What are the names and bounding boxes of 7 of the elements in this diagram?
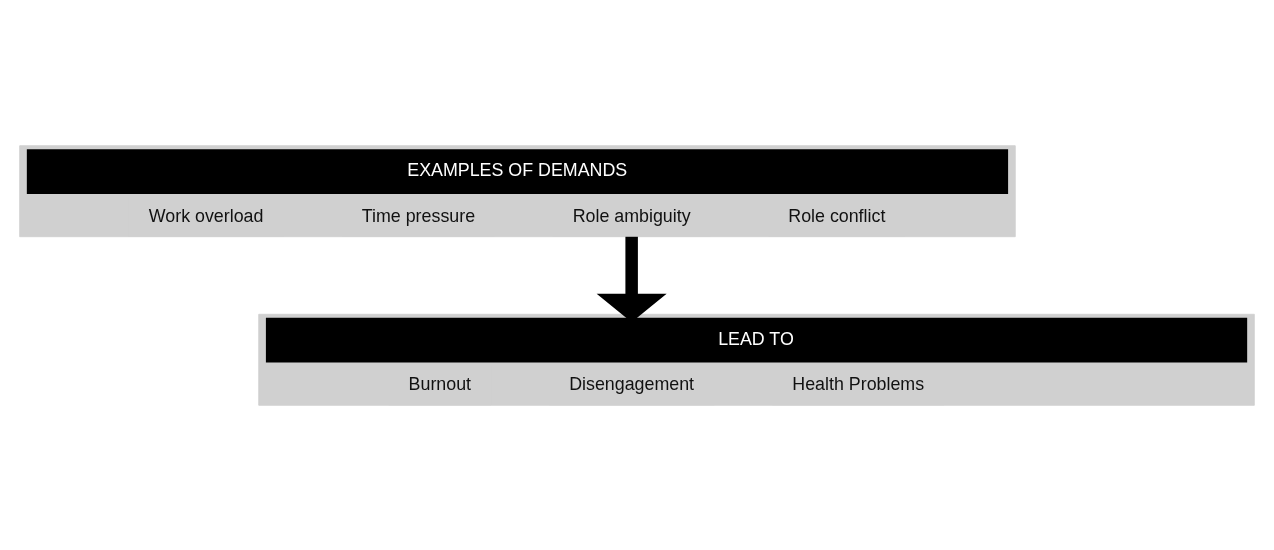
node-text: Burnout [408,373,472,394]
node-text: Time pressure [361,205,476,226]
node-text: Role conflict [788,205,886,226]
node-text: Health Problems [792,373,925,394]
node-text: Role ambiguity [572,205,691,226]
node-text: Disengagement [569,373,695,394]
node-text: Work overload [148,205,264,226]
